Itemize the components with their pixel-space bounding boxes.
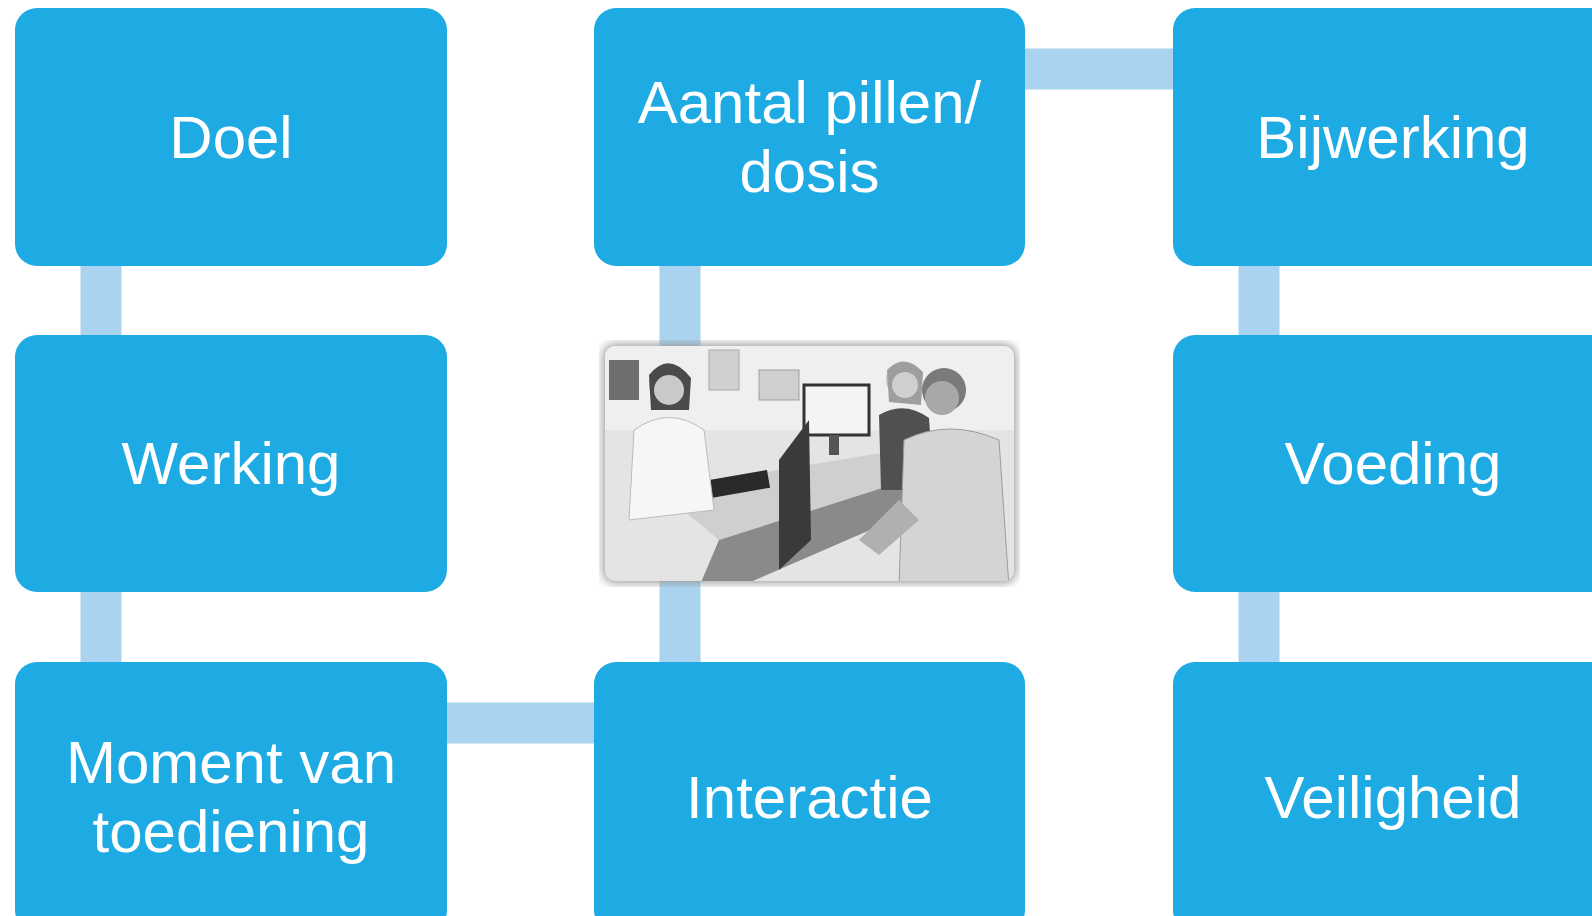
topic-label: Doel	[151, 103, 310, 172]
topic-box: Voeding	[1173, 335, 1592, 592]
topic-box: Werking	[15, 335, 447, 592]
topic-box: Veiligheid	[1173, 662, 1592, 916]
topic-label: Voeding	[1267, 429, 1520, 498]
connector-bar	[447, 703, 594, 744]
topic-label: Interactie	[668, 763, 951, 832]
topic-box: Moment van toediening	[15, 662, 447, 916]
connector-bar	[81, 266, 122, 335]
topic-label: Veiligheid	[1247, 763, 1540, 832]
consultation-photo	[599, 340, 1020, 587]
connector-bar	[1025, 49, 1173, 90]
topic-box: Interactie	[594, 662, 1025, 916]
topic-box: Aantal pillen/ dosis	[594, 8, 1025, 266]
topic-label: Werking	[104, 429, 359, 498]
topic-label: Aantal pillen/ dosis	[594, 68, 1025, 206]
connector-bar	[1239, 266, 1280, 335]
connector-bar	[1239, 592, 1280, 662]
topic-label: Moment van toediening	[15, 728, 447, 866]
topic-label: Bijwerking	[1238, 103, 1547, 172]
connector-bar	[81, 592, 122, 662]
topic-box: Bijwerking	[1173, 8, 1592, 266]
topic-box: Doel	[15, 8, 447, 266]
